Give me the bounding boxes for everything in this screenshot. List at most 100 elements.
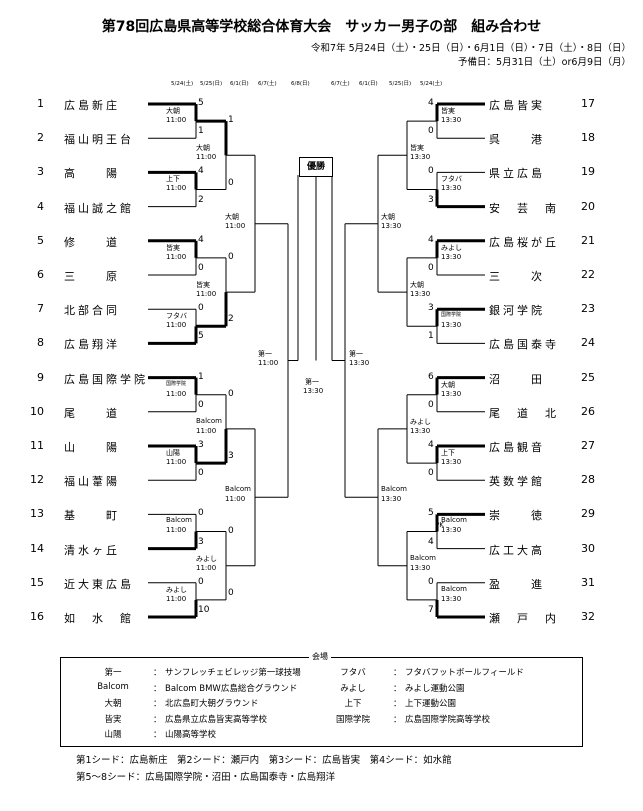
team-name-left: 近大東広島 [64,577,134,591]
team-number-right: 19 [581,165,595,179]
team-name-left: 山 陽 [64,441,120,454]
legend-abbr: みよし [340,683,366,694]
team-name-right: 県立広島 [489,167,545,181]
match-venue: 皆実 [410,144,424,153]
score-left: 5 [198,98,204,108]
team-number-left: 3 [37,165,44,179]
legend-colon: ： [153,714,162,725]
legend-colon: ： [393,699,402,709]
score-left: 3 [198,440,204,450]
team-number-left: 13 [30,507,44,521]
seeds-line-1: 第1シード：広島新庄 第2シード：瀬戸内 第3シード：広島皆実 第4シード：如水… [76,755,452,766]
score-left: 3 [198,536,204,547]
score-left: 3 [228,451,234,462]
score-right: 4 [428,440,434,450]
team-name-left: 尾 道 [64,406,120,420]
team-number-right: 21 [581,233,595,247]
round-date-right: 5/24(土) [420,81,443,87]
score-left: 1 [198,371,204,382]
score-left: 0 [198,303,204,314]
round-date-right: 6/7(土) [331,81,350,87]
team-number-right: 31 [581,575,595,589]
legend-title: 会場 [309,651,331,662]
score-right: 0 [428,399,434,410]
semifinal-time: 13:30 [349,358,370,367]
team-number-left: 14 [30,541,44,555]
round-date-left: 5/25(日) [200,81,223,87]
match-venue: 大朝 [225,212,239,221]
team-name-left: 福山明王台 [64,133,134,147]
team-number-right: 20 [581,199,595,213]
legend-venue-name: みよし運動公園 [405,683,465,694]
legend-venue-name: 北広島町大朝グラウンド [165,699,259,709]
score-left: 0 [228,251,234,262]
team-name-left: 基 町 [64,509,120,523]
legend-abbr: 上下 [344,699,362,709]
semifinal-venue: 第一 [258,349,272,358]
team-number-right: 17 [581,97,595,110]
match-time: 13:30 [410,563,431,572]
team-name-right: 盈 進 [489,577,545,591]
legend-abbr: 第一 [104,668,122,678]
team-name-right: 三 次 [489,270,545,283]
legend-abbr: 皆実 [104,714,122,725]
legend-colon: ： [393,683,402,694]
match-venue: 大朝 [410,281,424,290]
match-time: 11:00 [225,221,246,230]
match-time: 11:00 [196,290,217,299]
team-number-left: 4 [37,199,44,213]
score-right: 4 [428,98,434,108]
team-name-left: 広島国際学院 [64,372,148,386]
match-time: 11:00 [166,594,187,603]
dates-line: 令和7年 5月24日（土）・25日（日）・6月1日（日）・7日（土）・8日（日） [311,43,631,54]
semifinal-time: 11:00 [258,358,279,367]
match-time: 13:30 [441,458,462,466]
team-number-left: 2 [37,131,44,145]
team-name-right: 英数学館 [489,475,545,489]
team-name-right: 沼 田 [489,372,545,386]
legend-abbr: フタバ [340,668,366,678]
score-right: 6 [428,371,434,382]
match-time: 13:30 [441,526,462,535]
score-left: 0 [198,399,204,410]
match-time: 11:00 [166,184,187,193]
score-left: 2 [228,314,234,325]
match-venue: 皆実 [441,107,455,115]
match-time: 11:00 [166,526,187,535]
score-left: 0 [198,576,204,587]
match-time: 11:00 [166,252,187,261]
match-time: 13:30 [441,184,462,193]
champion-box: 優勝 [299,157,333,177]
legend-colon: ： [393,668,402,678]
score-right: 0 [428,166,434,177]
team-number-left: 15 [30,575,44,589]
round-date-left: 6/7(土) [258,81,277,87]
team-name-right: 呉 港 [489,133,545,147]
team-name-right: 広島観音 [489,441,545,454]
match-time: 11:00 [166,458,187,466]
match-time: 11:00 [166,116,187,124]
reserve-line: 予備日：5月31日（土）or6月9日（月） [458,57,631,68]
team-name-left: 修 道 [64,235,120,249]
team-number-right: 25 [581,370,595,384]
legend-abbr: Balcom [97,681,129,692]
match-venue: みよし [166,585,187,594]
team-name-right: 崇 徳 [489,509,545,523]
score-right: 3 [428,194,434,205]
match-venue: みよし [441,243,462,252]
legend-abbr: 国際学院 [335,714,370,725]
match-time: 13:30 [410,290,431,299]
score-right: 5 [428,508,434,519]
team-number-right: 18 [581,131,595,145]
legend-abbr: 大朝 [104,699,122,709]
team-name-left: 広島翔洋 [64,338,120,352]
score-left: 0 [228,388,234,399]
legend-venue-name: 山陽高等学校 [165,730,217,740]
seeds-line-2: 第5～8シード：広島国際学院・沼田・広島国泰寺・広島翔洋 [76,772,336,783]
round-date-left: 5/24(土) [171,81,194,87]
score-left: 4 [198,166,204,177]
team-name-right: 広島皆実 [489,99,545,112]
score-left: 5 [198,331,204,342]
legend-colon: ： [153,730,162,740]
match-venue: Balcom [441,516,467,525]
